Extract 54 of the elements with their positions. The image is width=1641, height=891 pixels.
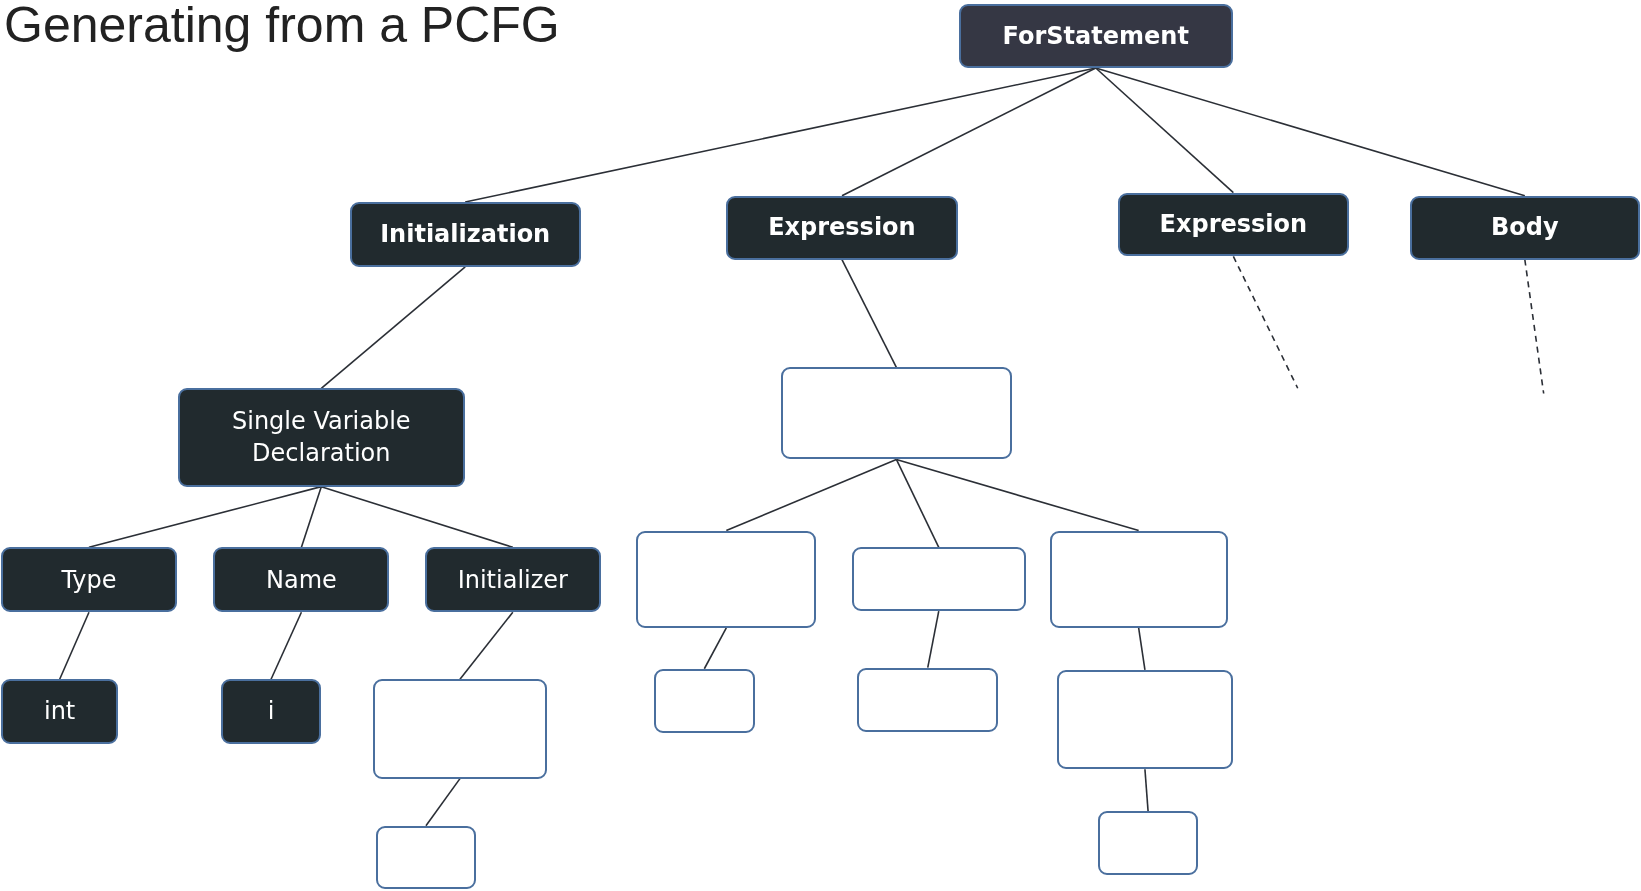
title: Generating from a PCFG xyxy=(4,0,560,54)
connector-line xyxy=(895,458,940,549)
connector-line xyxy=(926,610,940,669)
node-label: Name xyxy=(266,564,337,596)
connector-line xyxy=(270,611,303,680)
empty-node-box xyxy=(375,825,477,889)
node-label: Body xyxy=(1491,212,1559,244)
tree-node xyxy=(958,4,1233,68)
connector-line xyxy=(1094,67,1235,194)
empty-node-box xyxy=(654,668,755,733)
tree-node xyxy=(220,679,322,745)
node-label: Initializer xyxy=(457,564,568,596)
tree-node xyxy=(1,679,119,745)
connector-line xyxy=(459,611,514,680)
connector-line xyxy=(1144,768,1149,812)
node-label: i xyxy=(267,696,275,728)
connector-line xyxy=(841,67,1097,197)
connector-line xyxy=(841,258,898,369)
tree-node xyxy=(1409,195,1640,260)
empty-node-box xyxy=(636,530,817,628)
tree-node xyxy=(349,202,581,267)
node-label: Type xyxy=(61,564,117,596)
connector-line xyxy=(703,627,728,670)
tree-node xyxy=(424,547,601,613)
node-label: Initialization xyxy=(380,219,551,251)
connector-line xyxy=(425,777,461,827)
connector-line xyxy=(320,485,514,549)
connector-line xyxy=(58,611,90,680)
node-label: ForStatement xyxy=(1002,20,1189,52)
node-label: Expression xyxy=(1159,209,1308,241)
connector-line xyxy=(725,458,898,532)
connector-line xyxy=(320,266,466,390)
empty-node-box xyxy=(1057,669,1233,770)
empty-node-box xyxy=(857,667,999,732)
tree-node xyxy=(726,195,958,260)
tree-node xyxy=(1,547,177,613)
connector-line xyxy=(1137,627,1146,671)
dashed-connector xyxy=(1232,255,1299,390)
node-label: int xyxy=(44,696,76,728)
dashed-connector xyxy=(1524,258,1545,395)
empty-node-box xyxy=(372,679,548,779)
tree-node xyxy=(1117,192,1349,257)
node-label: Single Variable Declaration xyxy=(231,406,412,470)
connector-line xyxy=(300,485,323,549)
tree-node xyxy=(213,547,390,613)
connector-line xyxy=(1094,67,1526,197)
connector-line xyxy=(895,458,1140,532)
connector-line xyxy=(88,485,323,549)
node-label: Expression xyxy=(768,212,916,244)
empty-node-box xyxy=(1049,530,1228,628)
empty-node-box xyxy=(851,547,1026,612)
tree-node xyxy=(177,388,465,487)
empty-node-box xyxy=(780,367,1012,460)
empty-node-box xyxy=(1097,811,1199,875)
